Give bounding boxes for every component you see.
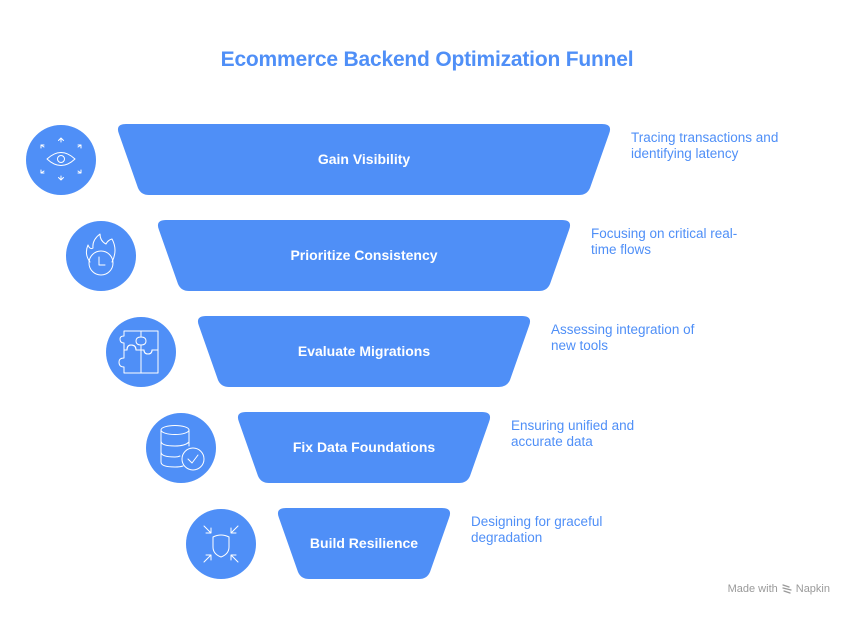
flame-clock-icon	[85, 233, 116, 276]
description-line: identifying latency	[631, 146, 739, 161]
stage-label: Prioritize Consistency	[290, 247, 437, 263]
funnel-band	[117, 124, 611, 195]
stage-icon-circle	[186, 509, 256, 579]
stage-label: Gain Visibility	[318, 151, 411, 167]
description-line: new tools	[551, 338, 609, 353]
stage-description-1: Tracing transactions and identifying lat…	[631, 130, 801, 162]
stage-icon-circle	[146, 413, 216, 483]
stage-icon-circle	[66, 221, 136, 291]
funnel-band	[157, 220, 571, 291]
description-line: Tracing transactions and	[631, 130, 779, 145]
footer-prefix: Made with	[727, 583, 778, 595]
description-line: Designing for graceful	[471, 514, 603, 529]
stage-description-2: Focusing on critical real- time flows	[591, 226, 761, 258]
shield-arrows-icon	[203, 525, 239, 563]
database-check-icon	[160, 425, 205, 471]
stage-description-5: Designing for graceful degradation	[471, 514, 641, 546]
stage-label: Fix Data Foundations	[293, 439, 436, 455]
description-line: Focusing on critical real-	[591, 226, 738, 241]
stage-icon-circle	[106, 317, 176, 387]
description-line: accurate data	[511, 434, 593, 449]
puzzle-icon	[118, 330, 159, 374]
stage-icon-circle	[26, 125, 96, 195]
description-line: Assessing integration of	[551, 322, 695, 337]
funnel-band	[277, 508, 451, 579]
funnel-stage-2: Prioritize Consistency	[66, 220, 571, 291]
footer-brand: Napkin	[795, 583, 830, 595]
funnel-stage-4: Fix Data Foundations	[146, 412, 491, 483]
stage-description-4: Ensuring unified and accurate data	[511, 418, 681, 450]
stage-description-3: Assessing integration of new tools	[551, 322, 721, 354]
funnel-band	[197, 316, 531, 387]
description-line: degradation	[471, 530, 543, 545]
funnel-stage-3: Evaluate Migrations	[106, 316, 531, 387]
made-with-napkin-badge: Made with Napkin	[728, 583, 830, 595]
funnel-band	[237, 412, 491, 483]
stage-label: Build Resilience	[310, 535, 418, 551]
stage-label: Evaluate Migrations	[298, 343, 430, 359]
description-line: time flows	[591, 242, 652, 257]
funnel-stage-5: Build Resilience	[186, 508, 451, 579]
eye-expand-icon	[40, 137, 82, 181]
funnel-stage-1: Gain Visibility	[26, 124, 611, 195]
description-line: Ensuring unified and	[511, 418, 635, 433]
diagram-title: Ecommerce Backend Optimization Funnel	[220, 48, 634, 71]
napkin-logo-icon	[782, 584, 792, 594]
